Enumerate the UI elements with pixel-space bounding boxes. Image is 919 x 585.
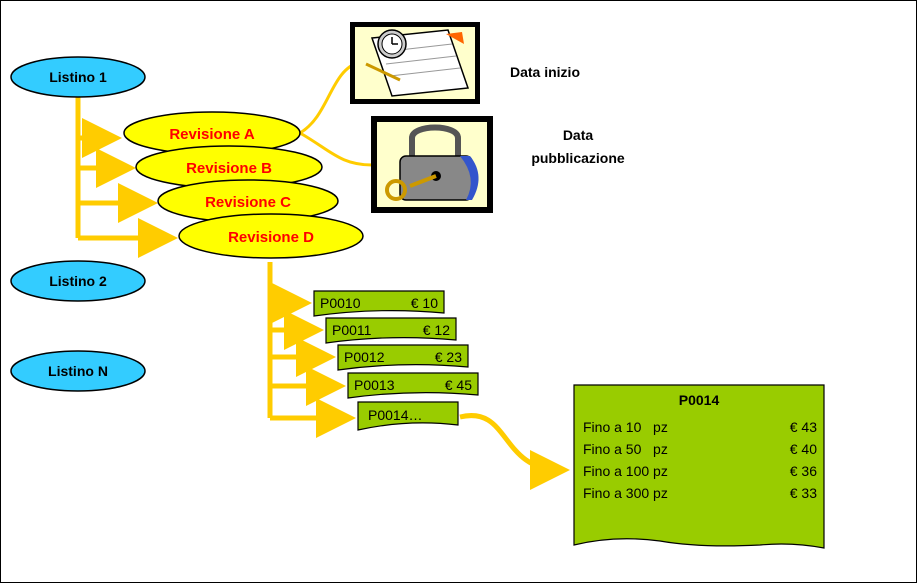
product-card-p0010[interactable]: P0010 € 10 bbox=[313, 290, 445, 317]
revisione-c-label: Revisione C bbox=[205, 194, 291, 211]
product-price: € 23 bbox=[435, 349, 462, 365]
publish-date-label-line2: pubblicazione bbox=[531, 150, 625, 166]
product-code: P0010 bbox=[320, 295, 361, 311]
detail-price-3: € 36 bbox=[790, 463, 817, 479]
revisione-d-label: Revisione D bbox=[228, 229, 314, 246]
notebook-clock-icon bbox=[350, 22, 480, 104]
detail-title: P0014 bbox=[679, 392, 720, 408]
start-date-label: Data inizio bbox=[510, 64, 580, 80]
listino-1[interactable]: Listino 1 bbox=[10, 56, 146, 98]
product-price: € 45 bbox=[445, 377, 472, 393]
revisione-d[interactable]: Revisione D bbox=[178, 213, 364, 259]
listino-1-label: Listino 1 bbox=[49, 69, 107, 85]
detail-connector bbox=[459, 413, 570, 490]
detail-qty-2: Fino a 50 pz bbox=[583, 441, 668, 457]
product-card-p0013[interactable]: P0013 € 45 bbox=[347, 372, 479, 399]
product-code: P0012 bbox=[344, 349, 385, 365]
detail-qty-4: Fino a 300 pz bbox=[583, 485, 668, 501]
detail-qty-3: Fino a 100 pz bbox=[583, 463, 668, 479]
product-code: P0013 bbox=[354, 377, 395, 393]
revisione-b[interactable]: Revisione B bbox=[135, 145, 323, 189]
revisione-a-label: Revisione A bbox=[169, 126, 254, 143]
detail-card-p0014[interactable]: P0014 Fino a 10 pz € 43 Fino a 50 pz € 4… bbox=[573, 384, 825, 549]
padlock-key-icon bbox=[371, 116, 493, 213]
revisione-b-label: Revisione B bbox=[186, 160, 272, 177]
listino-n-label: Listino N bbox=[48, 363, 108, 379]
product-card-p0012[interactable]: P0012 € 23 bbox=[337, 344, 469, 371]
detail-price-1: € 43 bbox=[790, 419, 817, 435]
detail-qty-1: Fino a 10 pz bbox=[583, 419, 668, 435]
product-card-p0011[interactable]: P0011 € 12 bbox=[325, 317, 457, 344]
product-price: € 12 bbox=[423, 322, 450, 338]
product-connectors bbox=[267, 262, 356, 438]
revisione-a[interactable]: Revisione A bbox=[123, 111, 301, 155]
listino-2-label: Listino 2 bbox=[49, 273, 107, 289]
listino-n[interactable]: Listino N bbox=[10, 350, 146, 392]
listino-connectors bbox=[75, 96, 178, 258]
detail-price-4: € 33 bbox=[790, 485, 817, 501]
product-card-p0014[interactable]: P0014… bbox=[357, 401, 459, 431]
revisione-c[interactable]: Revisione C bbox=[157, 179, 339, 223]
publish-date-label-line1: Data bbox=[563, 127, 594, 143]
listino-2[interactable]: Listino 2 bbox=[10, 260, 146, 302]
product-price: € 10 bbox=[411, 295, 438, 311]
detail-price-2: € 40 bbox=[790, 441, 817, 457]
product-code: P0011 bbox=[332, 322, 372, 338]
product-code: P0014… bbox=[368, 407, 422, 423]
